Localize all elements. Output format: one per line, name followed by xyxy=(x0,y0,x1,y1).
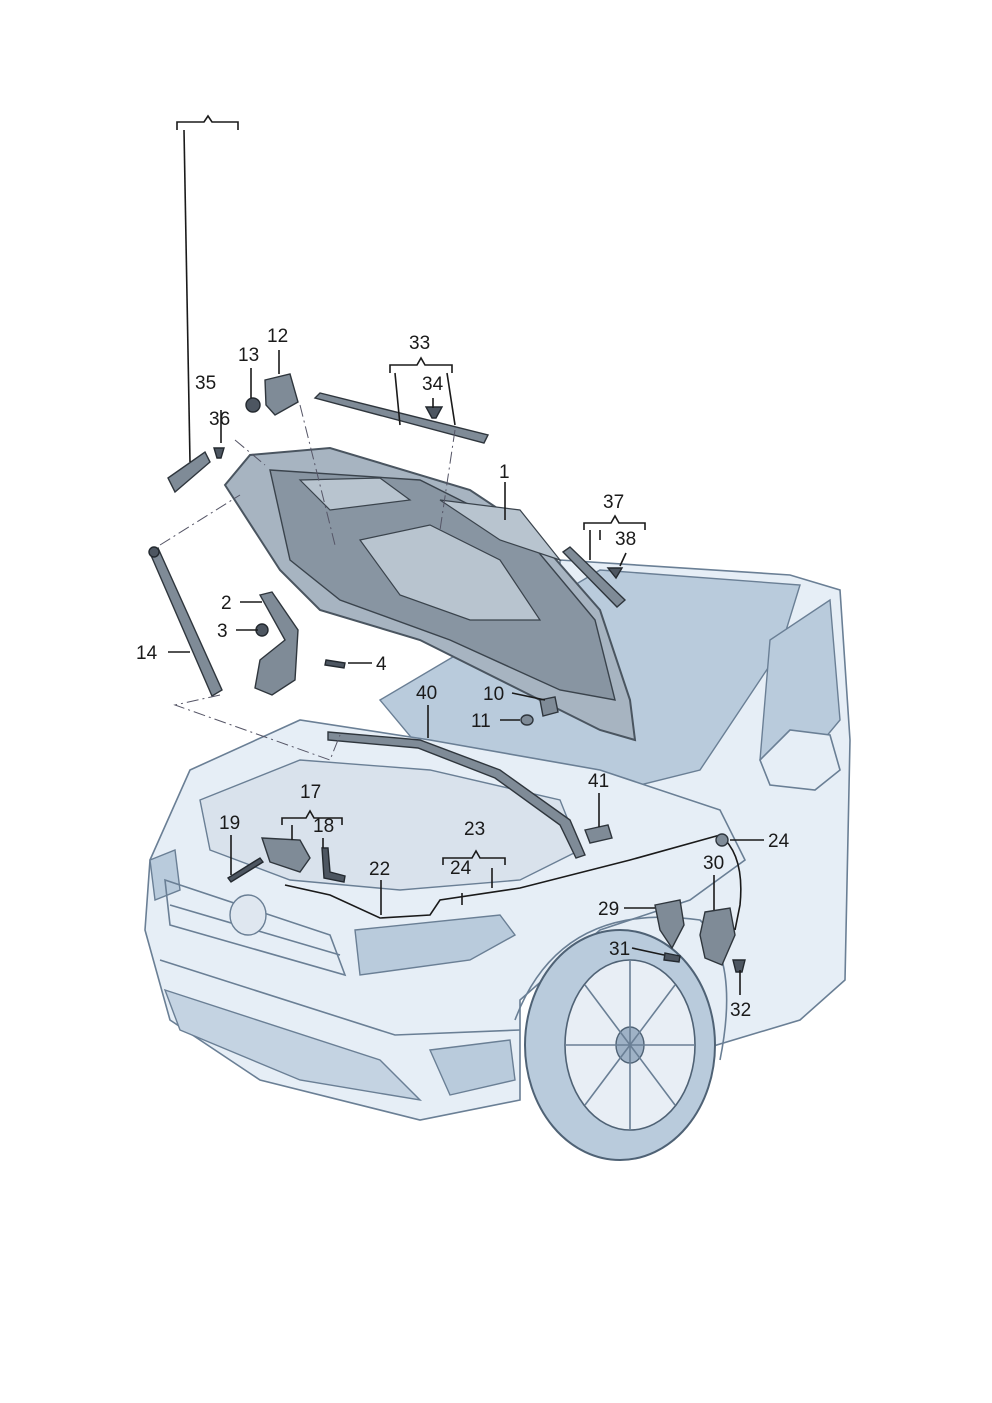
leader-lines xyxy=(168,114,764,995)
callout-35: 35 xyxy=(195,373,216,394)
hinge-part xyxy=(254,591,299,696)
callout-14: 14 xyxy=(136,643,158,664)
seal-part-35 xyxy=(167,450,211,494)
callout-18: 18 xyxy=(313,816,334,837)
callout-38: 38 xyxy=(615,529,636,550)
callout-30: 30 xyxy=(703,853,724,874)
seal-part-40 xyxy=(327,731,586,859)
nut-part-13 xyxy=(245,397,261,413)
clip-part-32 xyxy=(732,959,746,973)
bonnet-illustration xyxy=(223,446,637,742)
callout-22: 22 xyxy=(369,859,390,880)
release-handle-part xyxy=(699,907,736,966)
parts xyxy=(148,373,746,973)
release-cable-part xyxy=(284,834,721,919)
mirror xyxy=(759,729,841,791)
callout-37: 37 xyxy=(603,492,624,513)
callout-11: 11 xyxy=(471,711,491,732)
callout-40: 40 xyxy=(416,683,437,704)
clip-part-34 xyxy=(424,406,444,419)
bolt-part-4 xyxy=(324,659,346,669)
callout-36: 36 xyxy=(209,409,230,430)
callout-24-outer: 24 xyxy=(768,831,790,852)
seal-strip-part xyxy=(313,392,490,444)
pad-part-41 xyxy=(584,824,613,844)
bracket-part-29 xyxy=(654,899,685,950)
callout-41: 41 xyxy=(588,771,609,792)
bolt-part-19 xyxy=(226,857,265,883)
callout-33: 33 xyxy=(409,333,430,354)
callout-31: 31 xyxy=(609,939,630,960)
callout-10: 10 xyxy=(483,684,504,705)
callout-29: 29 xyxy=(598,899,619,920)
buffer-part-10 xyxy=(539,696,559,717)
callout-3: 3 xyxy=(217,621,228,642)
seal-part-37 xyxy=(561,546,627,608)
callout-23: 23 xyxy=(464,819,485,840)
callout-2: 2 xyxy=(221,593,232,614)
screw-part-31 xyxy=(663,952,681,963)
callout-19: 19 xyxy=(219,813,240,834)
hook-part xyxy=(321,847,346,883)
assembly-dash-lines xyxy=(159,404,456,761)
callout-labels: 1 2 3 4 10 11 12 13 14 17 18 19 22 23 24… xyxy=(136,326,790,1021)
callout-12: 12 xyxy=(267,326,288,347)
clip-part-38 xyxy=(606,567,624,580)
callout-1: 1 xyxy=(499,462,510,483)
callout-34: 34 xyxy=(422,374,444,395)
callout-13: 13 xyxy=(238,345,259,366)
gas-strut-part xyxy=(149,546,223,698)
washer-part-11 xyxy=(520,714,534,726)
callout-24-inner: 24 xyxy=(450,858,472,879)
clip-part-36 xyxy=(213,447,225,459)
lock-part xyxy=(261,837,311,873)
callout-17: 17 xyxy=(300,782,321,803)
callout-4: 4 xyxy=(376,654,387,675)
callout-32: 32 xyxy=(730,1000,751,1021)
buffer-pad-part xyxy=(264,373,299,416)
